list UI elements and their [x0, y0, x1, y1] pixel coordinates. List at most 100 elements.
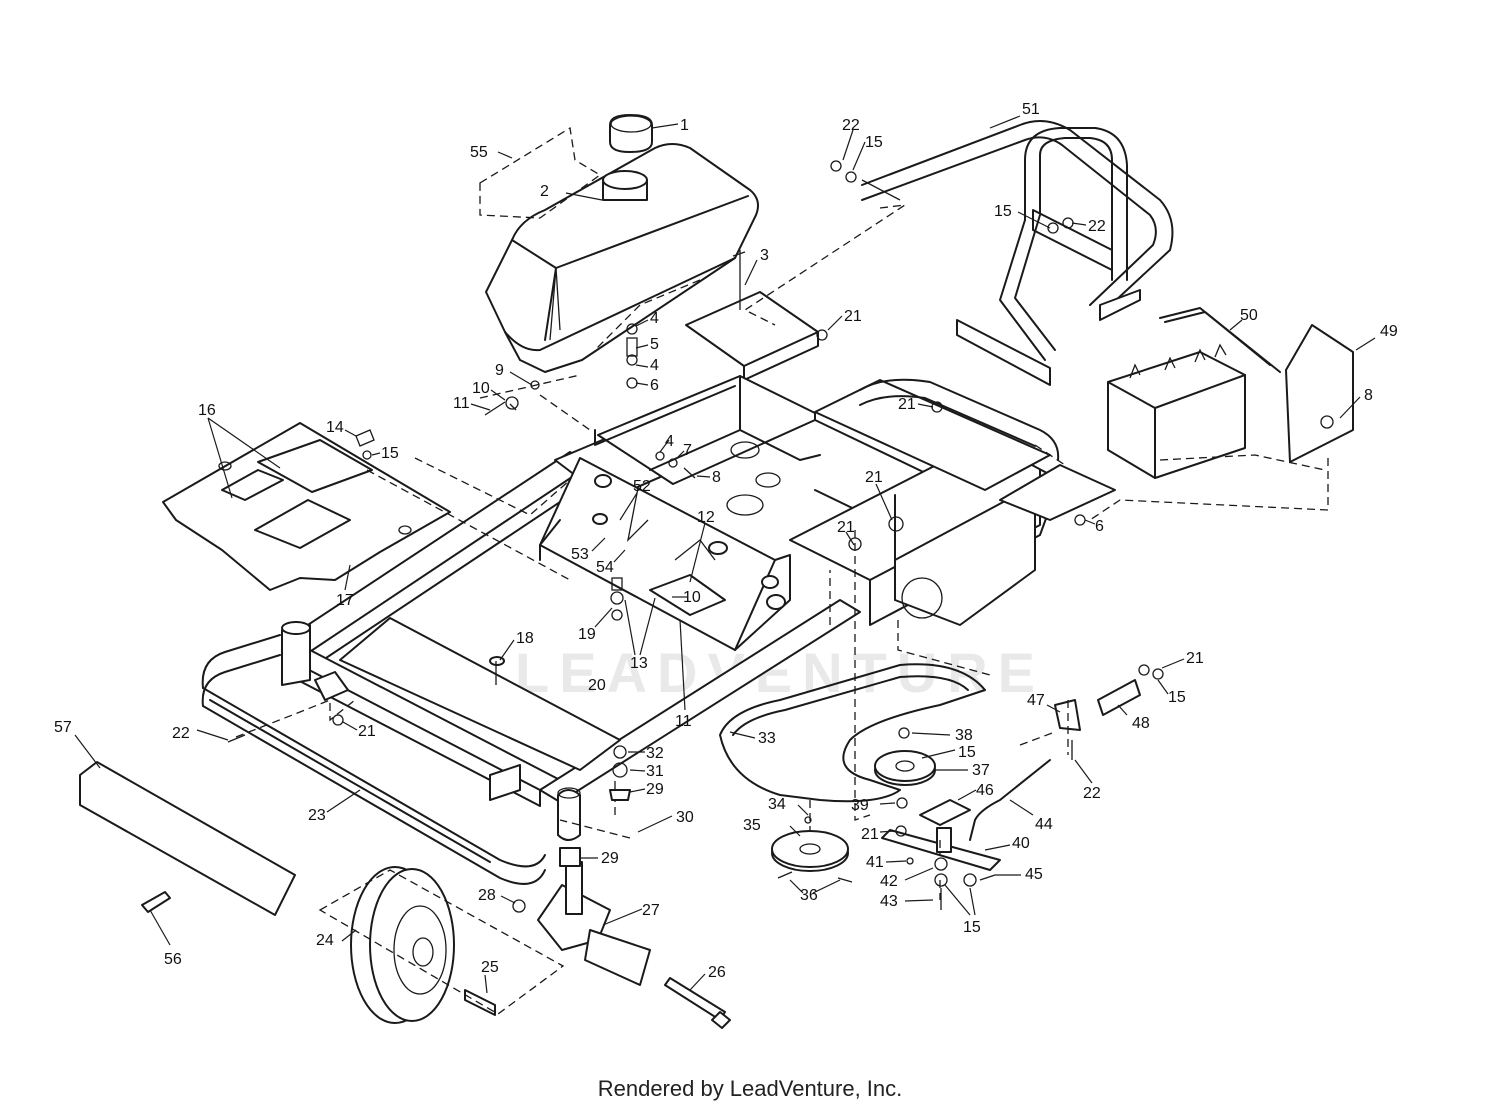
- callout: 15: [1168, 689, 1186, 706]
- callout: 18: [516, 630, 534, 647]
- callout: 22: [172, 725, 190, 742]
- callout: 15: [994, 203, 1012, 220]
- exploded-parts-diagram: LEADVENTURE: [54, 101, 1398, 1029]
- callout: 6: [1095, 518, 1104, 535]
- callout: 41: [866, 854, 884, 871]
- callout: 30: [676, 809, 694, 826]
- idler-rod: [969, 759, 1051, 841]
- callout: 29: [601, 850, 619, 867]
- callout: 19: [578, 626, 596, 643]
- footer-credit: Rendered by LeadVenture, Inc.: [597, 1076, 903, 1101]
- callout: 5: [650, 336, 659, 353]
- callout: 14: [326, 419, 344, 436]
- callout: 35: [743, 817, 761, 834]
- callout: 21: [861, 826, 879, 843]
- hardware: [227, 160, 1334, 913]
- callout: 28: [478, 887, 496, 904]
- callout: 39: [851, 797, 869, 814]
- callout: 29: [646, 781, 664, 798]
- callout: 1: [680, 117, 689, 134]
- callout: 8: [1364, 387, 1373, 404]
- callout: 26: [708, 964, 726, 981]
- callout: 15: [963, 919, 981, 936]
- guard-bolt: [141, 891, 171, 913]
- tank-strap-outline: [479, 126, 602, 219]
- callout: 52: [633, 478, 651, 495]
- callout: 6: [650, 377, 659, 394]
- callout: 7: [683, 442, 692, 459]
- callout: 21: [865, 469, 883, 486]
- callout: 10: [472, 380, 490, 397]
- callout: 20: [588, 677, 606, 694]
- callout-numbers: 1 2 3 4 5 4 6 9 10 11 55 22 15 51 15 22 …: [54, 101, 1398, 981]
- callout: 51: [1022, 101, 1040, 118]
- caster-spindle: [557, 787, 581, 867]
- callout: 10: [683, 589, 701, 606]
- frame-bushings: [594, 474, 786, 610]
- callout: 21: [898, 396, 916, 413]
- callout: 22: [842, 117, 860, 134]
- callout: 15: [958, 744, 976, 761]
- callout: 33: [758, 730, 776, 747]
- callout: 16: [198, 402, 216, 419]
- callout: 43: [880, 893, 898, 910]
- callout: 27: [642, 902, 660, 919]
- callout: 36: [800, 887, 818, 904]
- callout: 22: [1083, 785, 1101, 802]
- callout: 37: [972, 762, 990, 779]
- callout: 8: [712, 469, 721, 486]
- drive-belt: [719, 663, 986, 803]
- caster-bolt: [664, 977, 726, 1021]
- callout: 22: [1088, 218, 1106, 235]
- callout: 32: [646, 745, 664, 762]
- fuel-tank: [485, 143, 759, 373]
- callout: 25: [481, 959, 499, 976]
- handle-bar: [861, 120, 1174, 386]
- idler-spring: [1097, 679, 1141, 716]
- callout: 15: [865, 134, 883, 151]
- callout: 11: [675, 713, 692, 730]
- callout: 53: [571, 546, 589, 563]
- callout: 47: [1027, 692, 1045, 709]
- callout: 4: [650, 357, 659, 374]
- fuel-cap: [609, 114, 653, 153]
- callout-leaders: [74, 115, 1376, 994]
- callout: 17: [336, 592, 354, 609]
- callout: 21: [837, 519, 855, 536]
- callout: 31: [646, 763, 664, 780]
- callout: 42: [880, 873, 898, 890]
- callout: 44: [1035, 816, 1053, 833]
- callout: 40: [1012, 835, 1030, 852]
- callout: 38: [955, 727, 973, 744]
- callout: 4: [665, 433, 674, 450]
- callout: 46: [976, 782, 994, 799]
- callout: 4: [650, 310, 659, 327]
- callout: 23: [308, 807, 326, 824]
- callout: 49: [1380, 323, 1398, 340]
- caster-fork: [537, 861, 651, 986]
- callout: 21: [1186, 650, 1204, 667]
- front-wheel: [350, 866, 455, 1024]
- front-bumper: [201, 621, 546, 885]
- callout: 21: [358, 723, 376, 740]
- callout: 9: [495, 362, 504, 379]
- callout: 48: [1132, 715, 1150, 732]
- front-guard-plate: [79, 761, 296, 916]
- floor-plate: [162, 422, 451, 591]
- callout: 55: [470, 144, 488, 161]
- callout: 50: [1240, 307, 1258, 324]
- callout: 45: [1025, 866, 1043, 883]
- callout: 24: [316, 932, 334, 949]
- callout: 11: [453, 395, 470, 412]
- callout: 57: [54, 719, 72, 736]
- callout: 56: [164, 951, 182, 968]
- callout: 15: [381, 445, 399, 462]
- callout: 21: [844, 308, 862, 325]
- callout: 3: [760, 247, 769, 264]
- callout: 13: [630, 655, 648, 672]
- axle-spacer: [464, 989, 496, 1016]
- idler-pulley: [874, 750, 936, 786]
- battery: [1107, 343, 1246, 479]
- callout: 12: [697, 509, 715, 526]
- callout: 54: [596, 559, 614, 576]
